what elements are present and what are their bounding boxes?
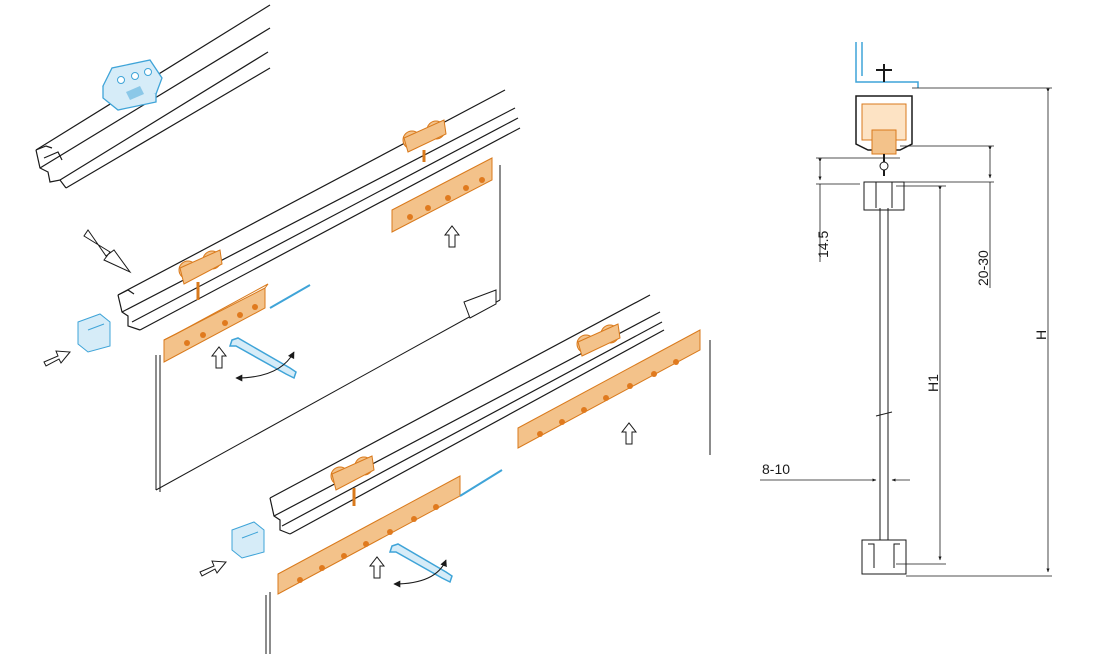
glass-panel-lower bbox=[265, 340, 711, 654]
dim-h: H bbox=[1033, 330, 1049, 340]
glass-panel-icon bbox=[879, 208, 889, 540]
roller-carriage-icon bbox=[576, 323, 621, 357]
bracket-mount-icon bbox=[231, 521, 265, 559]
roller-carriage-icon bbox=[178, 249, 223, 300]
clamp-plate-icon bbox=[163, 283, 269, 363]
ceiling-bracket-icon bbox=[102, 59, 163, 111]
lift-arrow-icon bbox=[443, 225, 461, 248]
glass-panel-middle bbox=[155, 165, 501, 492]
insert-arrow-icon bbox=[83, 229, 132, 274]
wrench-icon bbox=[228, 337, 297, 380]
insert-arrow-icon bbox=[43, 350, 71, 367]
lift-arrow-icon bbox=[620, 422, 638, 445]
rotate-arrow-icon bbox=[235, 351, 295, 382]
roller-carriage-icon bbox=[402, 119, 447, 162]
roller-carriage-icon bbox=[330, 455, 375, 506]
ceiling-bracket-icon bbox=[855, 42, 919, 88]
dim-clearance: 20-30 bbox=[975, 250, 991, 286]
bracket-mount-icon bbox=[77, 313, 111, 353]
floor-guide-icon bbox=[463, 289, 497, 319]
insert-arrow-icon bbox=[199, 560, 227, 577]
clamp-plate-icon bbox=[517, 329, 701, 449]
bracket-clip bbox=[269, 284, 311, 309]
lift-arrow-icon bbox=[210, 346, 228, 369]
dim-glass-thickness: 8-10 bbox=[762, 461, 790, 477]
dim-top-gap: 14.5 bbox=[815, 231, 831, 258]
bracket-clip bbox=[459, 469, 503, 497]
lift-arrow-icon bbox=[368, 556, 386, 579]
section-view: 14.5 20-30 H1 H 8-10 bbox=[760, 42, 1052, 577]
rail-profile-middle bbox=[117, 89, 521, 331]
wrench-icon bbox=[388, 543, 453, 584]
clamp-plate-icon bbox=[391, 157, 493, 233]
rotate-arrow-icon bbox=[393, 559, 447, 588]
floor-guide-icon bbox=[861, 539, 907, 575]
dim-h1: H1 bbox=[925, 374, 941, 392]
clamp-plate-icon bbox=[277, 475, 461, 595]
